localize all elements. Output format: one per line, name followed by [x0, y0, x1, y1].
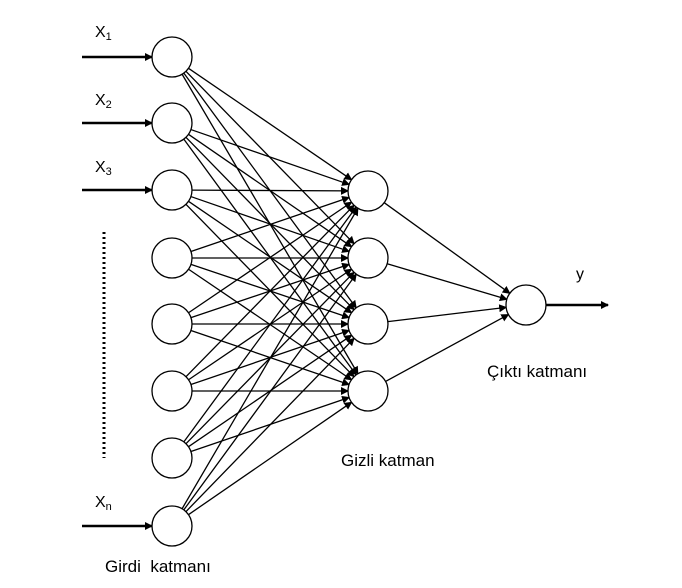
hidden-node-3	[347, 303, 389, 345]
input-node-2	[151, 102, 193, 144]
connection-hidden-3-output	[387, 304, 508, 323]
connections	[181, 67, 609, 516]
connection-input-3-hidden-1	[191, 186, 350, 195]
input-label-x3: X3	[95, 159, 112, 178]
connection-input-6-hidden-1	[185, 204, 355, 378]
connection-input-8-hidden-4	[188, 401, 353, 516]
input-arrows	[82, 53, 153, 530]
connection-hidden-4-output	[385, 313, 510, 383]
input-node-7	[151, 437, 193, 479]
connection-hidden-1-output	[383, 202, 511, 294]
input-layer-label: Girdi katmanı	[105, 557, 211, 576]
connection-input-8-hidden-1	[181, 207, 359, 510]
input-node-6	[151, 370, 193, 412]
input-node-5	[151, 303, 193, 345]
connection-input-8-hidden-3	[185, 337, 355, 513]
nodes	[151, 36, 547, 547]
hidden-node-1	[347, 170, 389, 212]
hidden-node-2	[347, 237, 389, 279]
input-node-1	[151, 36, 193, 78]
input-node-8	[151, 505, 193, 547]
output-node	[505, 284, 547, 326]
input-node-4	[151, 237, 193, 279]
input-label-x2: X2	[95, 92, 112, 111]
connection-input-2-hidden-1	[190, 128, 351, 186]
input-label-x1: X1	[95, 24, 112, 43]
connection-input-7-hidden-1	[183, 206, 357, 443]
connection-hidden-2-output	[386, 263, 508, 302]
connection-input-8-hidden-2	[183, 273, 357, 511]
connection-input-1-hidden-1	[188, 67, 353, 181]
output-layer-label: Çıktı katmanı	[487, 362, 588, 381]
input-label-xn: Xn	[95, 494, 112, 513]
hidden-node-4	[347, 370, 389, 412]
input-node-3	[151, 169, 193, 211]
output-label-y: y	[576, 266, 584, 283]
hidden-layer-label: Gizli katman	[341, 451, 435, 470]
connection-input-4-hidden-1	[190, 195, 351, 253]
connection-input-5-hidden-1	[188, 201, 353, 314]
